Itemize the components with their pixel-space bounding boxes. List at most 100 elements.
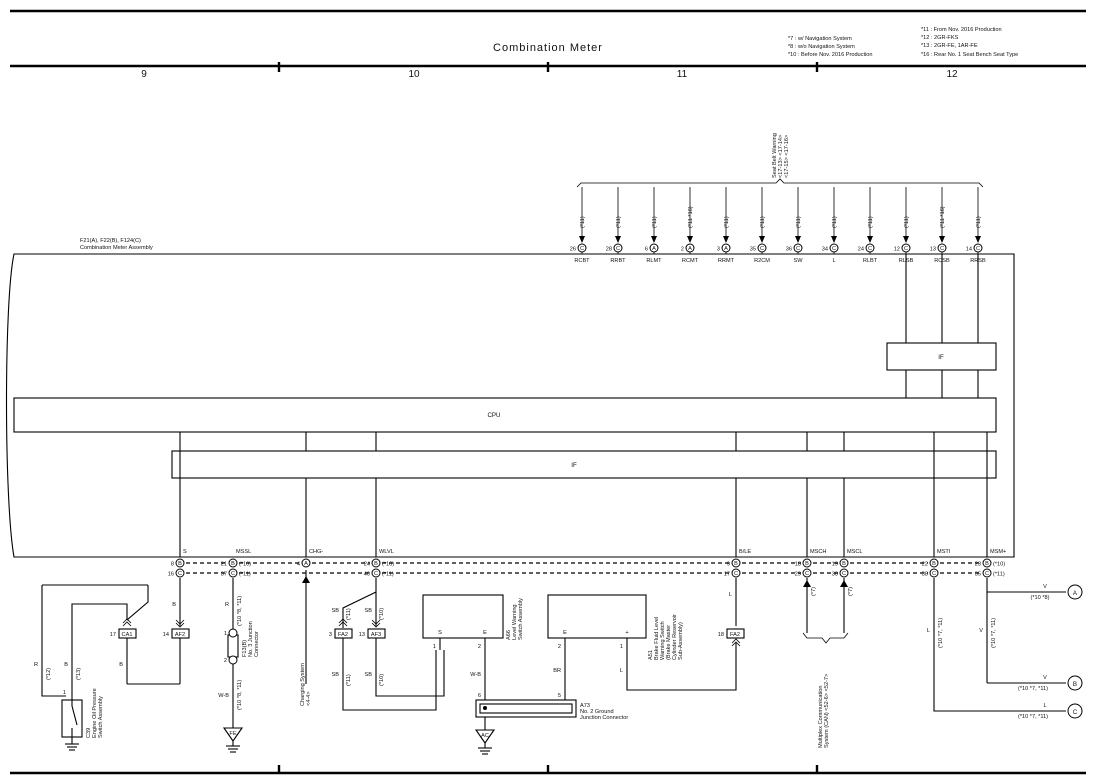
bottom-pin-name: B/LE <box>739 549 751 555</box>
svg-text:SB: SB <box>332 608 340 614</box>
bottom-pin-group: SB8C16MSSLB21(*10)C37(*11)CHG-A4WLVLB24(… <box>168 549 1006 578</box>
svg-text:A73: A73 <box>580 703 590 709</box>
top-pin-conn-letter: A <box>688 246 692 252</box>
off-page-connector-c[interactable] <box>1067 703 1083 719</box>
top-pin-note: (*11) <box>976 216 982 228</box>
top-pin-note: (*11) <box>652 216 658 228</box>
svg-text:Charging System: Charging System <box>300 663 306 706</box>
c39-name: C39 Engine Oil Pressure Switch Assembly <box>86 688 104 738</box>
bottom-pin-conn-letter: B <box>805 561 809 567</box>
arrow-icon <box>579 236 585 243</box>
bottom-pin-number: 9 <box>727 562 730 568</box>
legend-right-line: *16 : Rear No. 1 Seat Bench Seat Type <box>921 52 1018 58</box>
svg-text:(Brake Master: (Brake Master <box>666 625 672 660</box>
cpu-block <box>13 397 997 433</box>
svg-text:SB: SB <box>365 608 373 614</box>
top-pin-conn-letter: C <box>976 246 980 252</box>
bottom-pin-conn-letter: C <box>178 571 182 577</box>
legend-left-line: *8 : w/o Navigation System <box>788 44 855 50</box>
svg-text:Cylinder Reservoir: Cylinder Reservoir <box>672 614 678 660</box>
svg-text:A66: A66 <box>506 630 512 640</box>
wire-color: R <box>34 662 38 668</box>
note: (*12) <box>46 668 52 680</box>
bottom-pin-conn-letter: B <box>985 561 989 567</box>
bottom-pin-conn-letter: B <box>842 561 846 567</box>
bottom-pin-connector <box>371 568 381 578</box>
top-pin-conn-letter: A <box>724 246 728 252</box>
bottom-pin-name: MSTI <box>937 549 951 555</box>
bottom-pin-connector <box>301 558 311 568</box>
svg-text:FA2: FA2 <box>338 632 348 638</box>
top-pin-note: (*11) <box>868 216 874 228</box>
svg-text:E: E <box>483 630 487 636</box>
svg-text:S: S <box>438 630 442 636</box>
c39-pin: 1 <box>63 690 66 696</box>
top-pin-conn-letter: C <box>616 246 620 252</box>
bottom-pin-number: 29 <box>795 572 801 578</box>
bottom-pin-note: (*11) <box>382 572 394 578</box>
top-pin-number: 34 <box>822 247 828 253</box>
svg-text:V: V <box>1043 675 1047 681</box>
bottom-pin-number: 21 <box>221 562 227 568</box>
bottom-pin-conn-letter: B <box>932 561 936 567</box>
bottom-pin-note: (*10) <box>382 562 394 568</box>
bottom-pin-connector <box>802 558 812 568</box>
top-pin-number: 26 <box>570 247 576 253</box>
top-pin-name: R2CM <box>754 258 770 264</box>
svg-text:(*10 *8): (*10 *8) <box>1031 595 1050 601</box>
top-pin-number: 2 <box>681 247 684 253</box>
bottom-pin-number: 35 <box>975 572 981 578</box>
grid-col-label: 9 <box>141 69 147 80</box>
note: (*13) <box>76 668 82 680</box>
bottom-pin-name: MSCH <box>810 549 826 555</box>
svg-text:<17-15> <17-16>: <17-15> <17-16> <box>784 135 790 178</box>
svg-text:2: 2 <box>558 644 561 650</box>
bottom-pin-note: (*11) <box>993 572 1005 578</box>
bottom-pin-conn-letter: C <box>805 571 809 577</box>
top-pin-note: (*11 *16) <box>688 206 694 228</box>
a66-switch <box>422 594 504 639</box>
top-pin-conn-letter: C <box>760 246 764 252</box>
top-pin-note: (*11) <box>724 216 730 228</box>
bottom-pin-number: 22 <box>922 562 928 568</box>
svg-text:C39: C39 <box>86 728 92 738</box>
top-pin-name: RRMT <box>718 258 735 264</box>
svg-text:(*11): (*11) <box>346 674 352 686</box>
af2-label: AF2 <box>175 632 185 638</box>
svg-text:13: 13 <box>359 632 365 638</box>
svg-text:Brake Fluid Level: Brake Fluid Level <box>654 617 660 660</box>
bottom-pin-note: (*11) <box>239 572 251 578</box>
multiplex-bracket <box>802 632 849 644</box>
arrow-icon <box>723 236 729 243</box>
svg-text:System (CAN) <52-6> <52-7>: System (CAN) <52-6> <52-7> <box>824 674 830 748</box>
bottom-pin-conn-letter: B <box>231 561 235 567</box>
bottom-pin-connector <box>175 568 185 578</box>
top-pin-number: 14 <box>966 247 972 253</box>
svg-text:(*10): (*10) <box>379 674 385 686</box>
svg-text:L: L <box>729 592 732 598</box>
off-page-connector-b[interactable] <box>1067 675 1083 691</box>
grid-col-label: 11 <box>677 69 688 80</box>
svg-text:BR: BR <box>553 668 561 674</box>
svg-text:FA2: FA2 <box>730 632 740 638</box>
bottom-pin-connector <box>929 568 939 578</box>
bottom-pin-number: 8 <box>171 562 174 568</box>
svg-text:FE: FE <box>229 731 236 737</box>
svg-text:W-B: W-B <box>218 693 229 699</box>
off-page-connector-a[interactable] <box>1067 584 1083 600</box>
svg-text:(*10): (*10) <box>379 608 385 620</box>
svg-text:W-B: W-B <box>470 672 481 678</box>
top-pin-name: SW <box>793 258 803 264</box>
svg-text:Seat Belt Warning: Seat Belt Warning <box>772 133 778 178</box>
svg-text:Junction Connector: Junction Connector <box>580 715 628 721</box>
a73-name: A73 No. 2 Ground Junction Connector <box>580 703 628 721</box>
bottom-pin-number: 30 <box>832 572 838 578</box>
bottom-pin-number: 19 <box>832 562 838 568</box>
a66-name: A66 Level Warning Switch Assembly <box>506 598 524 640</box>
top-pin-note: (*11) <box>796 216 802 228</box>
a51-switch <box>547 594 647 639</box>
bottom-pin-number: 16 <box>168 572 174 578</box>
bottom-pin-note: (*10) <box>993 562 1005 568</box>
svg-text:F13(B): F13(B) <box>242 640 248 657</box>
